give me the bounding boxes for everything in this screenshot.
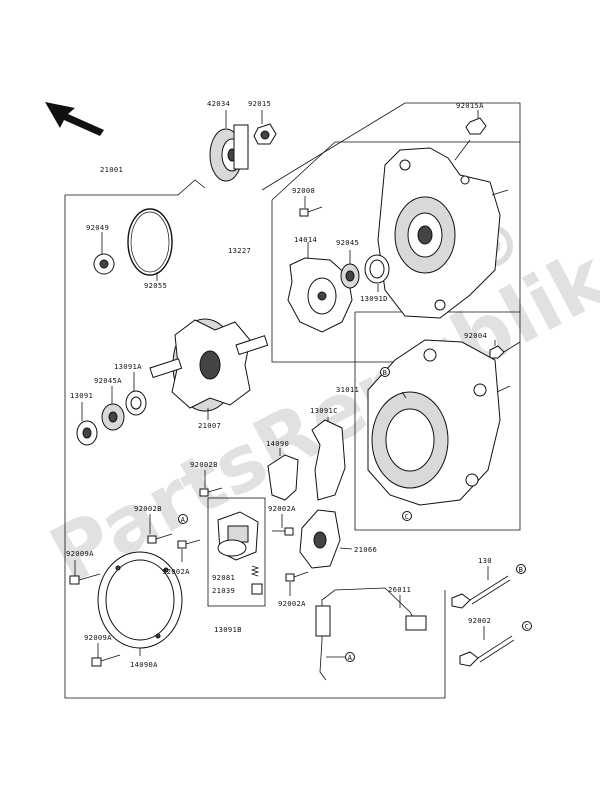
label-92009A-upper: 92009A xyxy=(66,549,94,558)
label-92015A: 92015A xyxy=(456,101,484,110)
bearing-92049 xyxy=(93,232,115,275)
label-13091C: 13091C xyxy=(310,406,338,415)
svg-text:B: B xyxy=(519,565,524,574)
front-arrow-icon xyxy=(45,102,104,136)
screw-92002A-low xyxy=(285,571,309,596)
label-21007: 21007 xyxy=(198,421,221,430)
label-92081: 92081 xyxy=(212,573,235,582)
bolt-92004 xyxy=(489,340,521,359)
end-cover-14090A xyxy=(97,551,183,656)
bearing-92045A xyxy=(101,386,125,431)
nut-92015 xyxy=(253,110,277,145)
lead-wire-26011 xyxy=(315,587,427,681)
label-14014: 14014 xyxy=(294,235,317,244)
o-ring-92055 xyxy=(127,208,173,281)
label-92049: 92049 xyxy=(86,223,109,232)
label-13227: 13227 xyxy=(228,246,251,255)
plate-14014 xyxy=(287,242,353,333)
part-labels: 42034 92015 92015A 21001 92008 13227 140… xyxy=(66,99,492,669)
stator-housing-31011 xyxy=(367,339,511,506)
nut-92015A xyxy=(465,110,487,135)
callout-A-upper: A xyxy=(178,514,188,524)
label-92004: 92004 xyxy=(464,331,487,340)
label-92002A-right: 92002A xyxy=(268,504,296,513)
bolt-92002 xyxy=(459,626,515,667)
label-26011: 26011 xyxy=(388,585,411,594)
callout-B-bolt: B xyxy=(516,564,526,574)
screw-92008 xyxy=(299,196,323,217)
label-92002B-upper: 92002B xyxy=(190,460,218,469)
label-13091B: 13091B xyxy=(214,625,242,634)
collar-13091 xyxy=(76,402,98,446)
screw-92002B-lower xyxy=(147,514,173,544)
svg-text:B: B xyxy=(383,368,388,377)
bolt-130 xyxy=(451,566,511,609)
collar-13091D xyxy=(364,254,390,292)
callout-A-lower: A xyxy=(326,652,355,662)
label-21066: 21066 xyxy=(354,545,377,554)
label-92055: 92055 xyxy=(144,281,167,290)
label-13091: 13091 xyxy=(70,391,93,400)
screw-92002B-upper xyxy=(199,470,223,497)
callout-C-housing: C xyxy=(402,511,412,521)
screw-92002A-mid xyxy=(177,539,201,562)
label-92008: 92008 xyxy=(292,186,315,195)
rotor-21007 xyxy=(149,318,269,420)
screw-92009A-lower xyxy=(91,643,121,667)
brush-21039 xyxy=(251,583,263,595)
label-92009A-lower: 92009A xyxy=(84,633,112,642)
label-13091D: 13091D xyxy=(360,294,388,303)
collar-13091A xyxy=(125,372,147,416)
spring-92081 xyxy=(250,565,260,577)
label-13091A: 13091A xyxy=(114,362,142,371)
frame-lines xyxy=(64,102,521,699)
label-42034: 42034 xyxy=(207,99,230,108)
label-92002B-lower: 92002B xyxy=(134,504,162,513)
label-130: 130 xyxy=(478,556,492,565)
svg-text:A: A xyxy=(181,515,186,524)
regulator-21066 xyxy=(299,509,353,569)
end-housing-13227 xyxy=(377,139,509,319)
cover-13091C xyxy=(311,417,346,501)
label-92015: 92015 xyxy=(248,99,271,108)
label-92002A-low: 92002A xyxy=(278,599,306,608)
label-21039: 21039 xyxy=(212,586,235,595)
label-92045: 92045 xyxy=(336,238,359,247)
label-14090: 14090 xyxy=(266,439,289,448)
screw-92002A-right xyxy=(272,514,294,536)
bearing-92045 xyxy=(340,250,360,289)
brush-holder-assembly xyxy=(207,497,266,607)
label-92045A: 92045A xyxy=(94,376,122,385)
label-92002A-mid: 92002A xyxy=(162,567,190,576)
label-31011: 31011 xyxy=(336,385,359,394)
label-14090A: 14090A xyxy=(130,660,158,669)
pulley-42034 xyxy=(209,110,249,182)
label-21001: 21001 xyxy=(100,165,123,174)
callout-C-bolt: C xyxy=(522,621,532,631)
svg-text:C: C xyxy=(525,622,530,631)
label-92002: 92002 xyxy=(468,616,491,625)
svg-text:C: C xyxy=(405,512,410,521)
bracket-14090 xyxy=(267,448,299,501)
screw-92009A-upper xyxy=(69,560,101,585)
svg-text:A: A xyxy=(348,653,353,662)
callout-B-housing: B xyxy=(380,367,390,377)
